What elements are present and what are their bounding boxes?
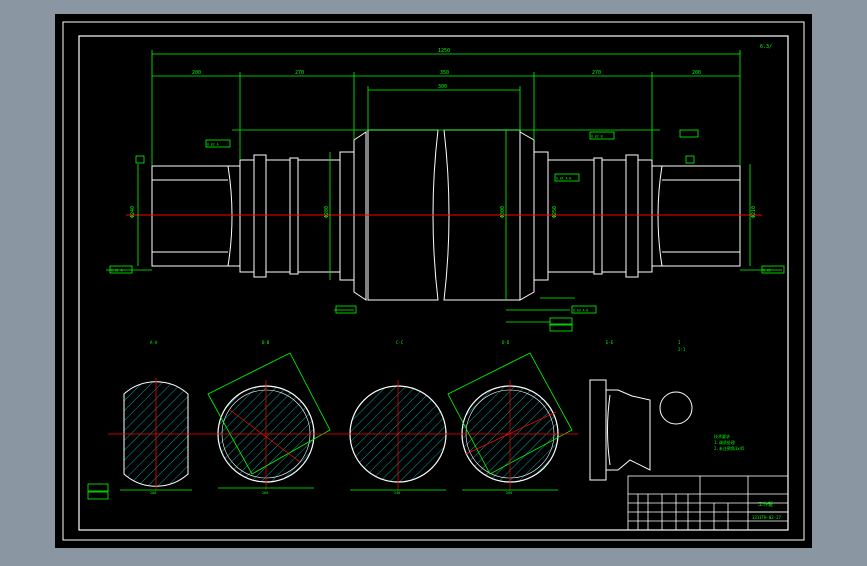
detail-scale: 2:1 <box>678 347 686 352</box>
roll-main-view <box>151 129 741 301</box>
title-text: 工作辊 <box>758 501 773 508</box>
roll-barrel <box>367 129 439 301</box>
section-width-b: 260 <box>262 491 268 495</box>
dim-dia-2: Φ300 <box>500 206 506 218</box>
dim-left-neck: 200 <box>192 70 201 76</box>
section-width-c: 240 <box>394 491 400 495</box>
tol-frame-6: 0.05 <box>763 269 771 273</box>
dim-barrel-inner: 300 <box>438 84 447 90</box>
sheet-outer-border <box>62 21 805 541</box>
title-block <box>627 475 789 531</box>
drawing-number: 1311TH-02-27 <box>752 515 781 520</box>
tol-frame-2: 0.02 B <box>591 135 603 139</box>
section-label-e: E-E <box>606 340 614 345</box>
section-label-b: B-B <box>262 340 270 345</box>
section-label-a: A-A <box>150 340 158 345</box>
tolerance-frames <box>87 129 785 500</box>
dim-dia-1: Φ240 <box>130 206 136 218</box>
dim-dia-4: Φ250 <box>552 206 558 218</box>
tol-frame-4: 0.03 A-B <box>573 309 588 313</box>
main-view-dimensions <box>106 50 782 323</box>
detail-i-circle <box>659 391 693 425</box>
section-label-i: I <box>678 340 681 345</box>
dim-barrel: 350 <box>440 70 449 76</box>
dim-dia-5: Φ210 <box>751 206 757 218</box>
right-neck <box>651 165 741 267</box>
section-width-d: 260 <box>506 491 512 495</box>
tol-frame-5: 0.01 A <box>111 269 123 273</box>
tech-req-line-1: 1.调质处理 <box>714 439 735 445</box>
section-width-a: 200 <box>150 491 156 495</box>
tech-req-title: 技术要求 <box>714 433 730 439</box>
tech-req-line-2: 2.未注倒角1x45 <box>714 445 745 451</box>
dim-overall-length: 1250 <box>438 48 450 54</box>
roughness-note: 6.3/ <box>760 44 772 50</box>
detail-e <box>589 379 651 481</box>
section-label-d: D-D <box>502 340 510 345</box>
tol-frame-3: 0.01 A-B <box>556 177 571 181</box>
dim-right-neck: 200 <box>692 70 701 76</box>
sheet-inner-border <box>78 35 789 531</box>
section-label-c: C-C <box>396 340 404 345</box>
tol-frame-1: 0.02 A <box>207 143 219 147</box>
dim-right-mid: 270 <box>592 70 601 76</box>
dim-dia-3: Φ280 <box>324 206 330 218</box>
dim-left-mid: 270 <box>295 70 304 76</box>
